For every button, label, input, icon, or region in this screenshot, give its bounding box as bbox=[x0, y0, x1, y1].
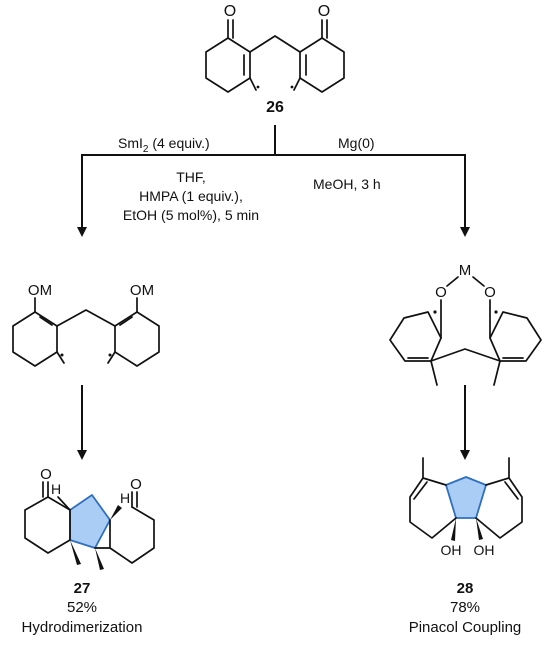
om-group-right: OM bbox=[130, 282, 154, 299]
compound-label-28: 28 bbox=[457, 580, 474, 597]
yield-28: 78% bbox=[450, 599, 480, 616]
reagent-mg: Mg(0) bbox=[338, 135, 375, 151]
atom-o-26-right: O bbox=[318, 3, 330, 20]
yield-27: 52% bbox=[67, 599, 97, 616]
atom-o-27-left: O bbox=[40, 466, 52, 483]
reaction-name-27: Hydrodimerization bbox=[22, 619, 143, 636]
cyclopentane-highlight-28 bbox=[445, 476, 487, 519]
compound-label-27: 27 bbox=[74, 580, 91, 597]
atom-h-27-left: H bbox=[51, 481, 61, 497]
om-group-left: OM bbox=[28, 282, 52, 299]
condition-right-1: MeOH, 3 h bbox=[313, 176, 381, 192]
cyclopentane-highlight-27 bbox=[69, 494, 111, 549]
atom-o-27-right: O bbox=[130, 476, 142, 493]
condition-left-2: HMPA (1 equiv.), bbox=[139, 188, 243, 204]
reaction-name-28: Pinacol Coupling bbox=[409, 619, 522, 636]
compound-label-26: 26 bbox=[266, 99, 284, 116]
intermediate-right-ketyl-chelate: O M O bbox=[389, 262, 542, 386]
condition-left-1: THF, bbox=[176, 169, 206, 185]
compound-26: O O bbox=[205, 3, 345, 93]
atom-metal: M bbox=[459, 262, 472, 279]
compound-27: O O H H bbox=[24, 466, 155, 570]
atom-o-26-left: O bbox=[224, 3, 236, 20]
atom-h-27-right: H bbox=[120, 490, 130, 506]
condition-left-3: EtOH (5 mol%), 5 min bbox=[123, 207, 259, 223]
hydroxyl-28-right: OH bbox=[474, 542, 495, 558]
reagent-smi2: SmI2 (4 equiv.) bbox=[118, 135, 210, 155]
atom-o-right: O bbox=[484, 284, 496, 301]
compound-28: OH OH bbox=[409, 457, 523, 558]
atom-o-left: O bbox=[435, 284, 447, 301]
hydroxyl-28-left: OH bbox=[441, 542, 462, 558]
intermediate-left-bis-enolate: OM OM bbox=[12, 282, 160, 367]
branch-arrows bbox=[77, 125, 470, 237]
